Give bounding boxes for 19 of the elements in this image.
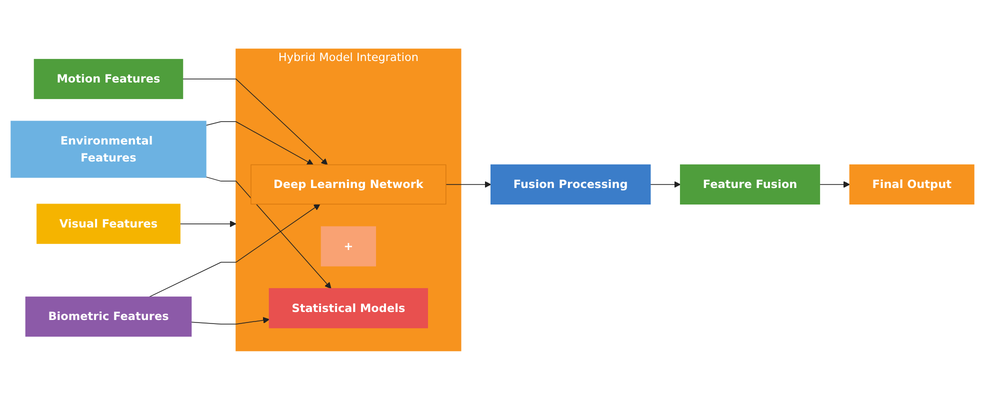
node-box: Environmental Features <box>10 120 206 178</box>
arrow <box>650 181 681 188</box>
arrow <box>190 317 270 325</box>
node-box: Final Output <box>849 164 974 205</box>
node-box: Feature Fusion <box>680 164 820 205</box>
arrow <box>819 181 850 188</box>
arrow <box>206 176 332 289</box>
node-box: + <box>320 226 376 266</box>
arrow <box>446 181 492 188</box>
node-box: Visual Features <box>36 204 180 244</box>
arrow <box>148 204 320 298</box>
node-box: Statistical Models <box>268 288 428 328</box>
arrow <box>180 220 236 228</box>
arrow <box>182 78 328 166</box>
node-box: Fusion Processing <box>490 164 651 205</box>
node-box: Deep Learning Network <box>250 164 446 205</box>
node-box: Biometric Features <box>25 296 192 337</box>
arrow <box>206 121 314 166</box>
node-box: Motion Features <box>34 59 184 100</box>
